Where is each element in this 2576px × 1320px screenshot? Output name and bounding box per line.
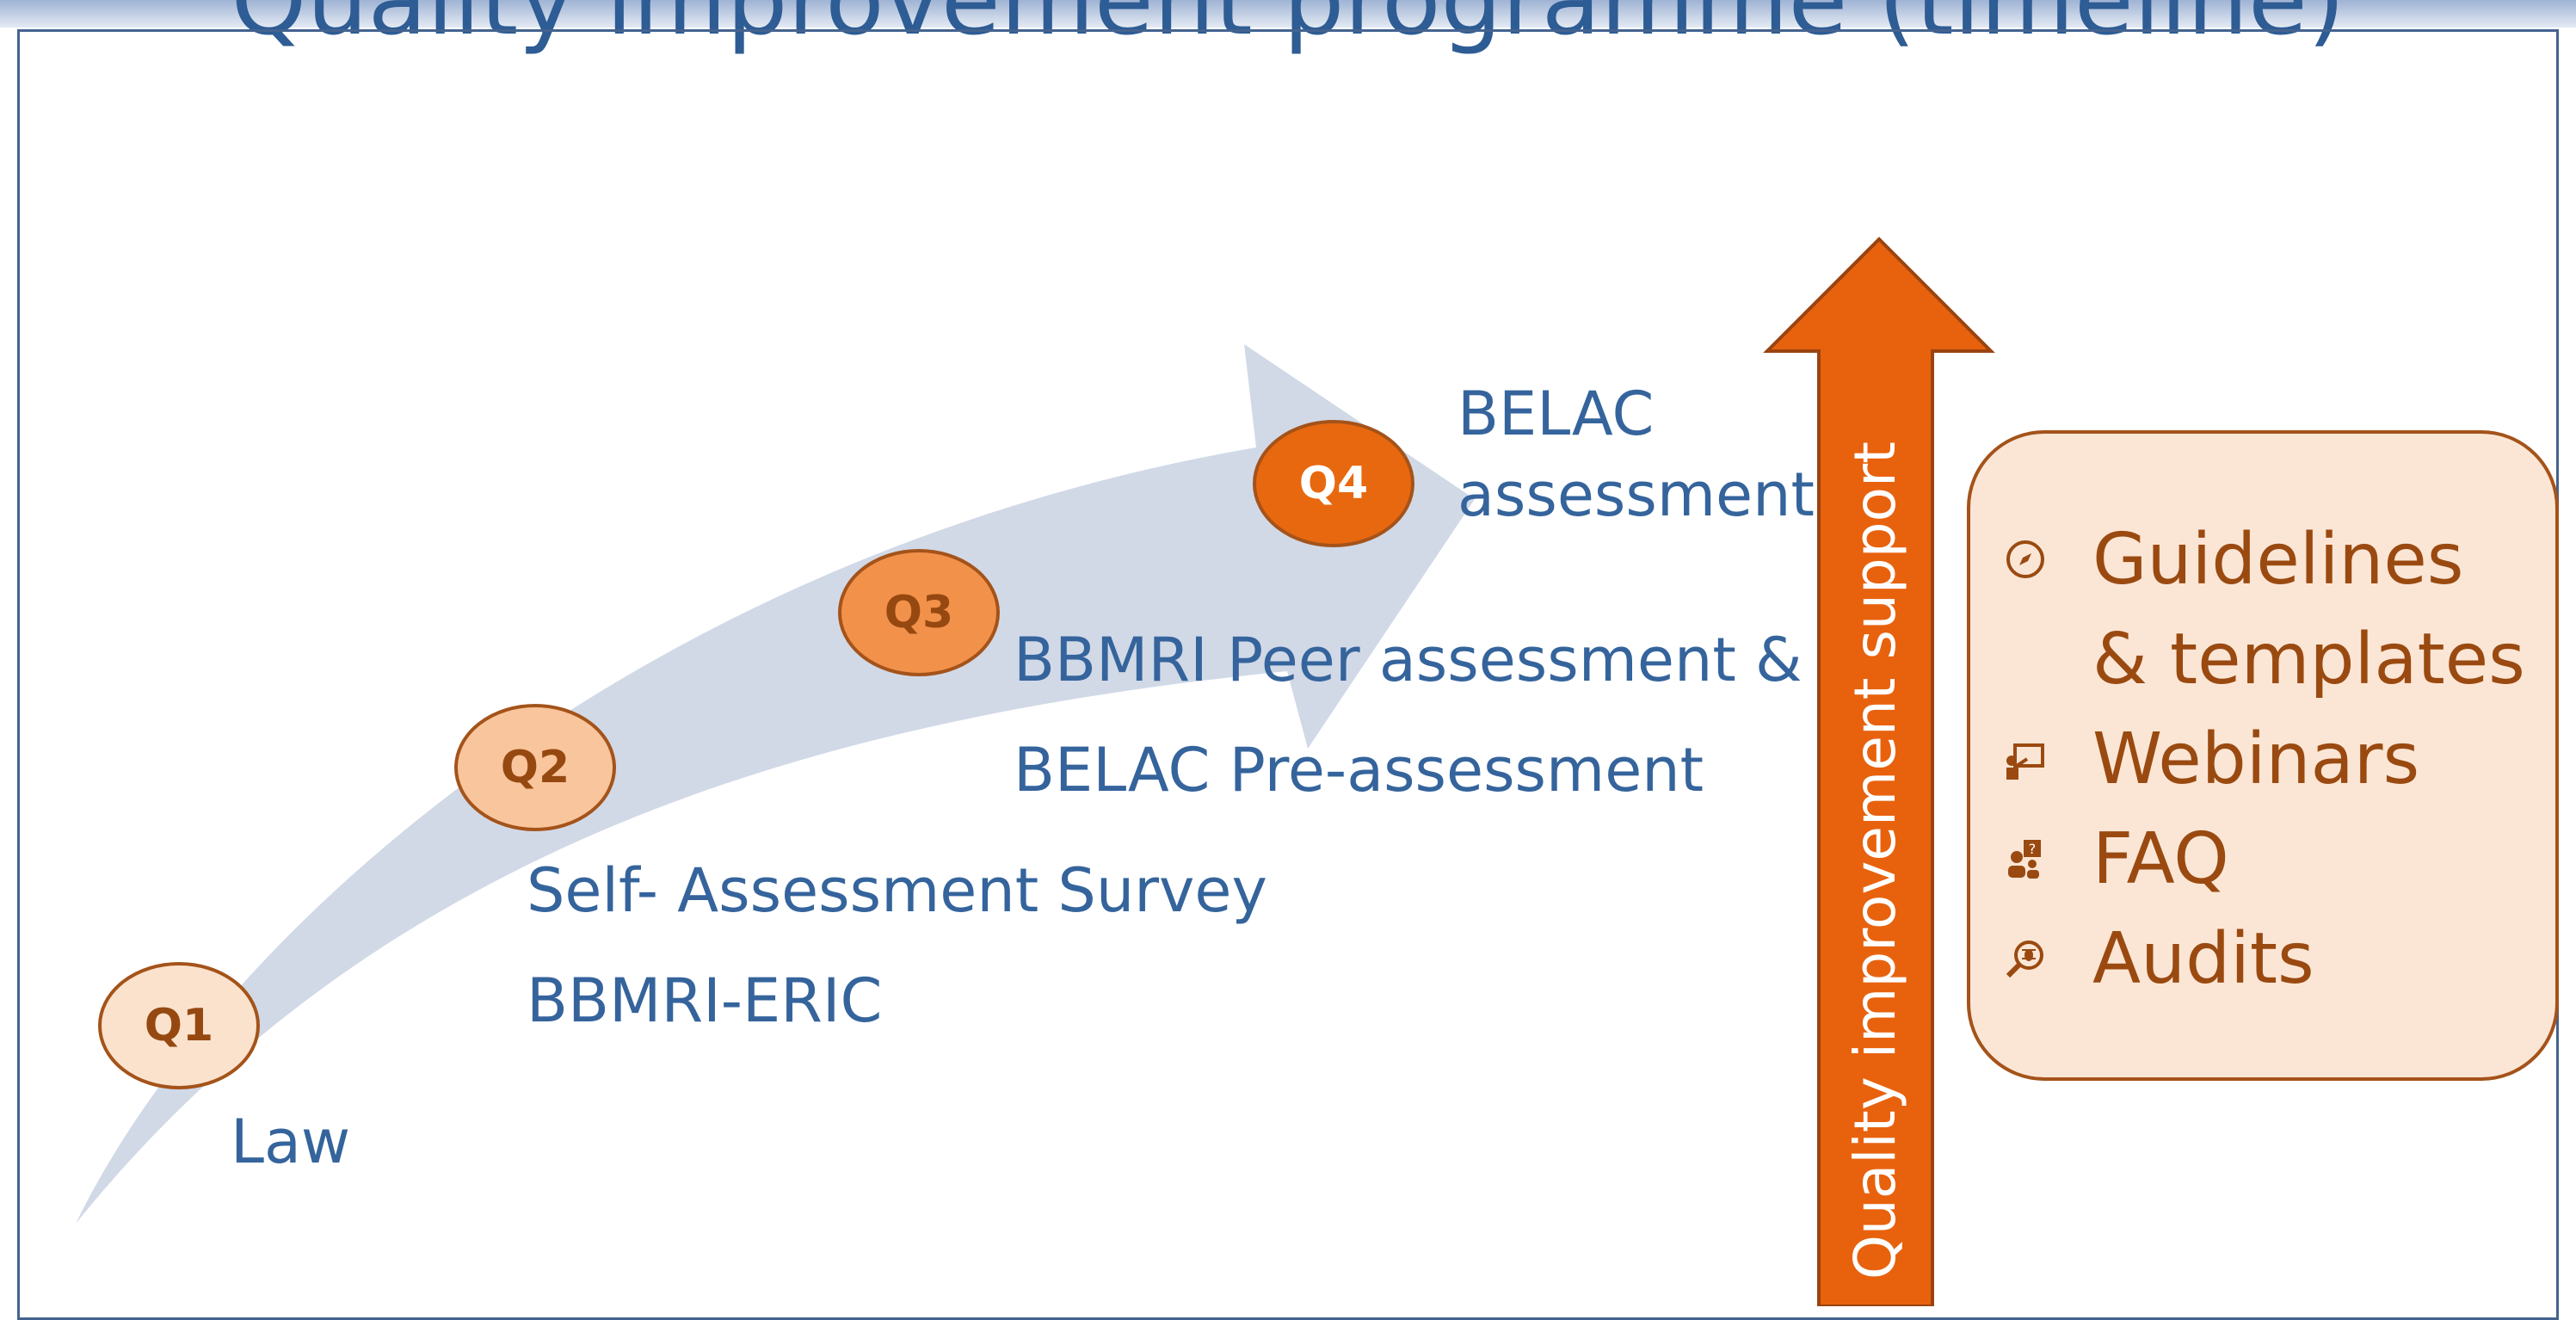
svg-text:?: ? <box>2029 841 2037 857</box>
q3-badge-text: Q3 <box>884 587 954 638</box>
progress-curve-arrow <box>76 344 1475 1224</box>
support-item-webinars: Webinars <box>2092 719 2420 800</box>
support-item-guidelines-line2: & templates <box>2092 619 2525 700</box>
q4-badge <box>1253 420 1414 547</box>
q4-label-line2: assessment <box>1457 460 1815 530</box>
q3-badge <box>838 549 1000 676</box>
support-item-audits: Audits <box>2092 918 2314 1000</box>
support-item-faq: FAQ <box>2092 818 2229 900</box>
q2-badge-text: Q2 <box>500 742 570 793</box>
support-box <box>1967 430 2559 1081</box>
q4-label-line1: BELAC <box>1457 379 1655 449</box>
presentation-icon <box>2005 740 2046 781</box>
q3-label-line2: BELAC Pre-assessment <box>1014 735 1704 805</box>
support-arrow-label: Quality improvement support <box>1842 441 1908 1280</box>
title-banner <box>0 0 2576 28</box>
q1-badge-text: Q1 <box>144 1000 214 1052</box>
q3-label-line1: BBMRI Peer assessment & <box>1014 625 1803 695</box>
slide-title: Quality improvement programme (timeline) <box>231 0 2345 57</box>
compass-icon <box>2005 539 2046 580</box>
magnifier-bug-icon <box>2005 938 2046 979</box>
q2-label-line2: BBMRI-ERIC <box>527 965 883 1036</box>
q4-badge-text: Q4 <box>1298 458 1369 509</box>
q1-label: Law <box>231 1107 351 1177</box>
q1-badge <box>98 962 260 1089</box>
question-person-icon: ? <box>2005 838 2046 879</box>
support-item-guidelines-line1: Guidelines <box>2092 519 2464 601</box>
q2-badge <box>454 704 616 831</box>
q2-label-line1: Self- Assessment Survey <box>527 855 1267 926</box>
support-arrow <box>1763 237 1995 1306</box>
